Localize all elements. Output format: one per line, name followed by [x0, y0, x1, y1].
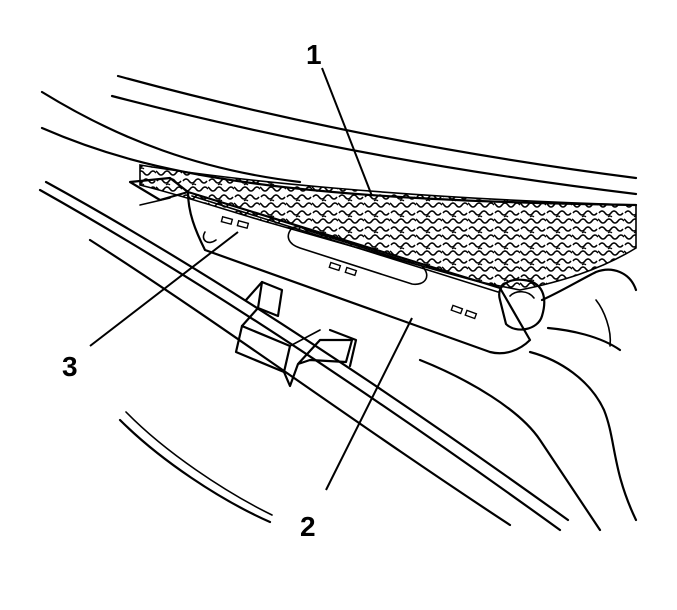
leader-line-2	[325, 317, 413, 491]
callout-3: 3	[62, 351, 78, 382]
leader-line-1	[321, 67, 373, 197]
roof-trim-lines	[40, 74, 638, 207]
carpet-region	[139, 164, 637, 291]
leader-line-3	[89, 231, 239, 347]
molding-slot	[328, 261, 342, 272]
callout-1: 1	[306, 39, 322, 70]
molding-slot	[220, 215, 234, 226]
hand-illustration	[418, 268, 638, 532]
callout-leaders	[89, 67, 413, 491]
retaining-clip	[234, 280, 358, 388]
molding-slot	[450, 304, 464, 315]
molding-slot	[344, 266, 358, 277]
molding-slot	[464, 309, 478, 320]
garnish-molding	[128, 176, 532, 355]
callout-2: 2	[300, 511, 316, 542]
molding-slot	[236, 219, 250, 230]
